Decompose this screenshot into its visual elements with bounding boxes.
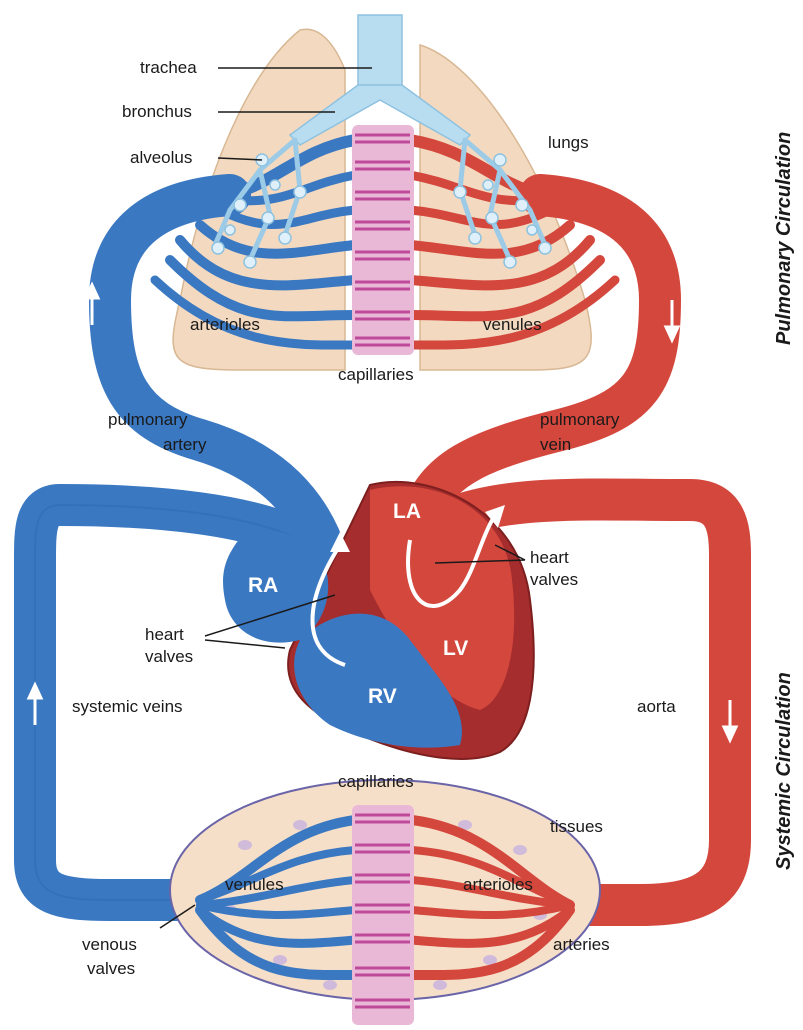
label-pulmonary-artery-2: artery xyxy=(163,435,207,454)
label-arteries: arteries xyxy=(553,935,610,954)
trachea xyxy=(358,15,402,90)
label-pulmonary-circulation: Pulmonary Circulation xyxy=(773,132,795,345)
label-venules-bottom: venules xyxy=(225,875,284,894)
label-venules-top: venules xyxy=(483,315,542,334)
label-pulmonary-artery-1: pulmonary xyxy=(108,410,188,429)
label-alveolus: alveolus xyxy=(130,148,192,167)
label-arterioles-top: arterioles xyxy=(190,315,260,334)
label-heart-valves-right-1: heart xyxy=(530,548,569,567)
label-venous-valves-2: valves xyxy=(87,959,135,978)
label-heart-valves-left-2: valves xyxy=(145,647,193,666)
label-rv: RV xyxy=(368,685,397,708)
label-lv: LV xyxy=(443,637,468,660)
label-heart-valves-left-1: heart xyxy=(145,625,184,644)
systemic-capillaries xyxy=(352,805,414,1025)
label-capillaries-top: capillaries xyxy=(338,365,414,384)
label-systemic-veins: systemic veins xyxy=(72,697,183,716)
label-tissues: tissues xyxy=(550,817,603,836)
label-systemic-circulation: Systemic Circulation xyxy=(773,672,795,870)
label-lungs: lungs xyxy=(548,133,589,152)
label-trachea: trachea xyxy=(140,58,197,77)
label-bronchus: bronchus xyxy=(122,102,192,121)
label-la: LA xyxy=(393,500,421,523)
pulmonary-capillaries xyxy=(352,125,414,355)
label-venous-valves-1: venous xyxy=(82,935,137,954)
label-aorta: aorta xyxy=(637,697,676,716)
label-arterioles-bottom: arterioles xyxy=(463,875,533,894)
tissue-bed xyxy=(170,780,600,1025)
label-pulmonary-vein-2: vein xyxy=(540,435,571,454)
label-heart-valves-right-2: valves xyxy=(530,570,578,589)
label-ra: RA xyxy=(248,574,278,597)
label-pulmonary-vein-1: pulmonary xyxy=(540,410,620,429)
label-capillaries-bottom: capillaries xyxy=(338,772,414,791)
